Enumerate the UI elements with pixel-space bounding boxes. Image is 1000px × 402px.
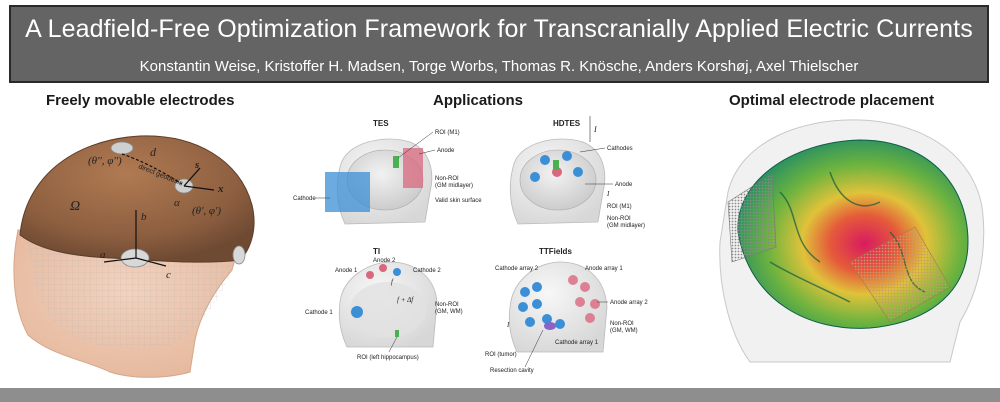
ttfields-label-anode-array-2: Anode array 2 [610,300,648,306]
ttfields-cathode-elec-6 [542,314,552,324]
ti-title: TI [373,247,380,256]
hdtes-label-i-top: I [593,125,597,134]
ttfields-title: TTFields [539,247,572,256]
electrode-patch-top [110,141,134,155]
panel-ti: TI Anode 1 Anode 2 Cathode 2 f f + Δf Ca… [305,247,463,361]
ti-anode-1 [366,271,374,279]
ttfields-anode-elec-5 [585,313,595,323]
ti-cathode-2 [393,268,401,276]
tes-label-non-roi: Non-ROI [435,176,459,182]
electrode-array-right [849,226,951,323]
hdtes-label-non-roi: Non-ROI [607,216,631,222]
ti-label-f-delta: f + Δf [397,296,414,304]
label-vector-a: a [100,249,106,261]
label-vector-b: b [141,211,147,223]
ttfields-anode-elec-4 [590,299,600,309]
ti-label-roi: ROI (left hippocampus) [357,355,419,361]
electrode-patch-side [232,245,246,265]
hdtes-label-gm-midlayer: (GM midlayer) [607,223,645,229]
hdtes-cathode-2 [562,151,572,161]
ttfields-anode-elec-3 [575,297,585,307]
ti-label-non-roi: Non-ROI [435,302,459,308]
hdtes-label-i-side: I [606,190,610,198]
tes-roi-patch [393,156,399,168]
ti-label-gm-wm: (GM, WM) [435,309,463,315]
hdtes-cathode-3 [573,167,583,177]
hdtes-title: HDTES [553,119,581,128]
ti-label-anode-1: Anode 1 [335,268,358,274]
vector-s [183,167,201,187]
label-d: d [150,145,157,159]
tes-anode-patch [403,148,423,188]
title-bar: A Leadfield-Free Optimization Framework … [9,5,989,83]
ttfields-cathode-elec-2 [532,282,542,292]
tes-label-roi: ROI (M1) [435,130,460,136]
hdtes-cathode-1 [540,155,550,165]
tes-label-valid-skin: Valid skin surface [435,198,482,204]
mesh-region [29,240,240,349]
hdtes-label-roi: ROI (M1) [607,204,632,210]
label-theta-phi-double-prime: (θ'', φ'') [88,155,122,167]
ttfields-label-anode-array-1: Anode array 1 [585,266,623,272]
cortex-sulci [769,171,926,303]
hdtes-cathode-4 [530,172,540,182]
ttfields-label-cathode-array-2: Cathode array 2 [495,266,539,272]
ti-label-cathode-2: Cathode 2 [413,268,441,274]
hdtes-label-cathodes: Cathodes [607,146,633,152]
ttfields-cathode-elec-5 [525,317,535,327]
ttfields-anode-elec-1 [568,275,578,285]
ttfields-cathode-elec-7 [555,319,565,329]
electrode-array-left [727,173,777,263]
scalp-surface [19,135,255,263]
ttfields-label-i: I [506,321,510,329]
panel-tes: TES ROI (M1) Anode Non-ROI (GM midlayer)… [293,119,482,225]
label-alpha: α [174,197,180,209]
ti-roi [395,330,399,337]
heading-optimal-electrode-placement: Optimal electrode placement [729,92,935,109]
tes-label-cathode: Cathode [293,196,316,202]
ttfields-label-roi: ROI (tumor) [485,352,517,358]
ti-brain [350,282,426,338]
heading-freely-movable-electrodes: Freely movable electrodes [46,92,235,109]
ti-label-cathode-1: Cathode 1 [305,310,333,316]
footer-bar [0,388,1000,402]
label-vector-c: c [166,269,171,281]
ttfields-label-resection: Resection cavity [490,368,534,374]
poster-title: A Leadfield-Free Optimization Framework … [25,15,973,43]
ti-label-anode-2: Anode 2 [373,258,396,264]
ttfields-cathode-elec-1 [520,287,530,297]
label-theta-phi-prime: (θ', φ') [192,205,221,217]
label-omega: Ω [70,199,80,214]
ti-cathode-1 [351,306,363,318]
ti-anode-2 [379,264,387,272]
head-model-figure: d direct geodesic (θ'', φ'') s x α (θ', … [13,135,255,378]
label-vector-s: s [194,159,199,171]
ttfields-anode-elec-2 [580,282,590,292]
ttfields-cathode-elec-4 [532,299,542,309]
hdtes-roi [553,160,559,170]
ttfields-cathode-elec-3 [518,302,528,312]
author-list: Konstantin Weise, Kristoffer H. Madsen, … [139,58,859,75]
ttfields-tumor [544,322,556,330]
panel-ttfields: TTFields Cathode array 2 Anode array 1 A… [485,247,648,374]
ttfields-label-cathode-array-1: Cathode array 1 [555,340,599,346]
ttfields-label-gm-wm: (GM, WM) [610,328,638,334]
tes-cathode-patch [325,172,370,212]
geodesic-path [121,153,183,185]
vector-a [103,257,137,263]
label-x: x [217,183,224,195]
applications-figure: TES ROI (M1) Anode Non-ROI (GM midlayer)… [293,116,648,374]
hdtes-label-anode: Anode [615,182,633,188]
optimal-placement-figure [719,119,985,363]
heading-applications: Applications [433,92,524,109]
vector-x [183,185,215,191]
tes-label-gm-midlayer: (GM midlayer) [435,183,473,189]
ti-label-f: f [391,278,394,286]
tes-label-anode: Anode [437,148,455,154]
vector-c [135,257,167,267]
panel-hdtes: HDTES I Cathodes Anode I ROI (M1) Non-RO… [509,116,645,229]
hdtes-brain [519,149,597,211]
tes-title: TES [373,119,389,128]
ttfields-label-non-roi: Non-ROI [610,321,634,327]
